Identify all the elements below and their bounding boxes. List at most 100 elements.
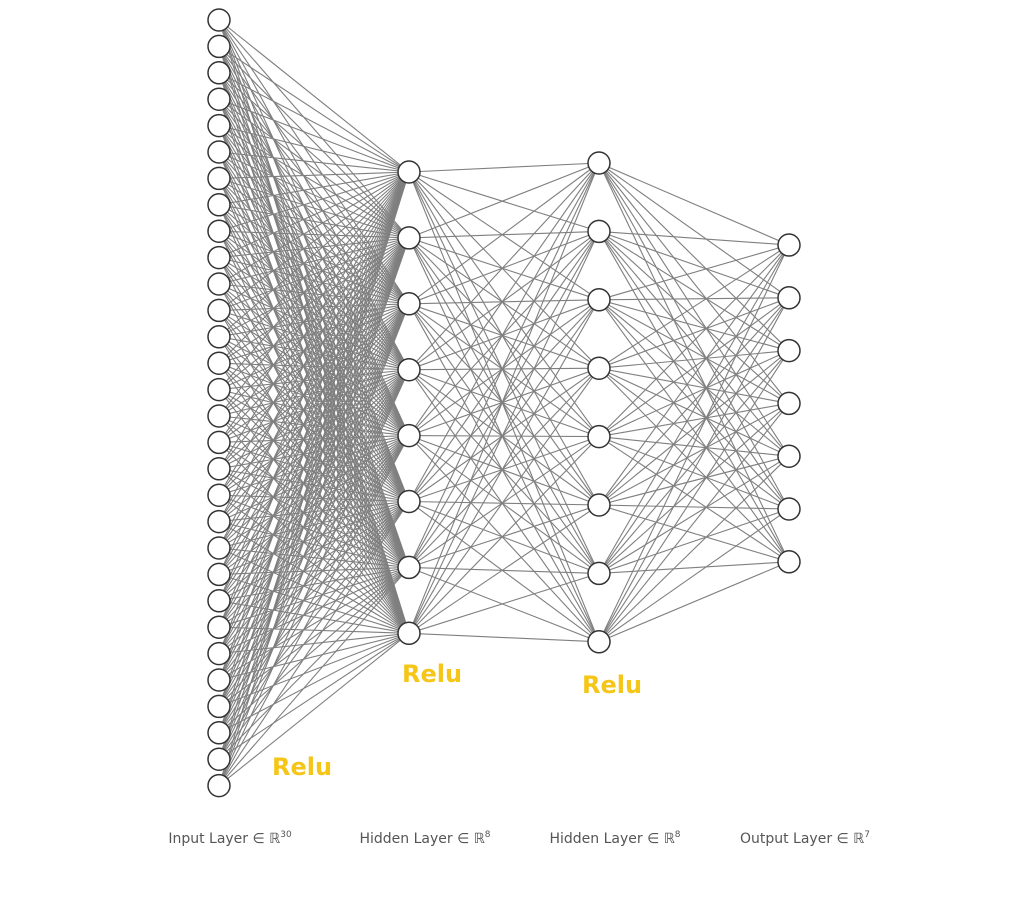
edge-hidden2-6-output-0 [598,244,790,574]
neuron-input-24 [207,641,231,666]
edge-hidden2-4-output-1 [598,297,790,438]
neuron-input-15 [207,404,231,428]
edge-hidden1-4-hidden2-2 [408,299,600,437]
edge-hidden1-0-hidden2-3 [408,171,600,369]
edge-hidden1-1-hidden2-1 [408,230,600,239]
neuron-output-4 [777,444,801,468]
layer-caption-hidden2: Hidden Layer ∈ ℝ8 [549,830,680,847]
edge-input-26-hidden1-0 [218,171,410,707]
neuron-input-14 [207,377,231,402]
edge-input-28-hidden1-7 [218,632,410,760]
edge-input-18-hidden1-0 [218,171,410,496]
neuron-input-21 [207,562,231,587]
layer-caption-input-sup: 30 [280,830,292,840]
edge-hidden1-5-hidden2-7 [408,501,600,643]
edge-hidden2-3-output-6 [598,367,790,563]
edge-hidden1-5-hidden2-3 [408,367,600,502]
edge-input-1-hidden1-0 [218,45,410,173]
edge-input-12-hidden1-1 [218,237,410,338]
edge-input-17-hidden1-0 [218,171,410,470]
edge-hidden1-2-hidden2-6 [408,303,600,574]
neuron-input-3 [207,87,231,111]
activation-label-hidden1: Relu [402,660,462,688]
edge-hidden1-5-hidden2-6 [408,500,600,574]
edge-hidden2-1-output-0 [598,230,790,246]
edge-hidden1-7-hidden2-1 [408,231,600,634]
edge-hidden1-7-hidden2-6 [408,572,600,634]
edge-input-20-hidden1-1 [218,237,410,549]
edge-input-19-hidden1-0 [218,171,410,522]
neuron-input-0 [207,8,231,32]
edge-input-7-hidden1-1 [218,204,410,239]
edge-hidden1-7-hidden2-2 [408,299,600,634]
edge-hidden1-0-hidden2-2 [408,171,600,301]
edge-input-25-hidden1-1 [218,237,410,681]
edge-hidden2-5-output-3 [598,402,790,506]
edge-hidden2-7-output-6 [598,561,790,643]
edge-hidden1-0-hidden2-5 [408,171,600,506]
edge-hidden2-3-output-5 [598,367,790,510]
neuron-hidden2-3 [587,356,611,380]
edge-input-29-hidden1-2 [218,303,410,786]
edge-hidden2-2-output-4 [598,299,790,457]
layer-caption-output-text: Output Layer ∈ ℝ [740,831,865,847]
neuron-input-6 [207,166,231,191]
edge-hidden1-3-hidden2-6 [408,369,600,574]
edge-hidden1-0-hidden2-0 [408,162,600,173]
edge-hidden1-4-hidden2-5 [408,435,600,506]
edge-input-25-hidden1-0 [218,171,410,681]
neuron-output-6 [777,550,801,574]
edge-hidden1-7-hidden2-5 [408,504,600,634]
edge-hidden2-5-output-2 [598,350,790,506]
edge-hidden2-2-output-5 [598,299,790,510]
edge-hidden1-3-hidden2-2 [408,299,600,371]
neuron-hidden2-6 [587,561,611,586]
edge-hidden2-6-output-4 [598,455,790,574]
neuron-input-20 [207,536,231,560]
edge-hidden2-4-output-6 [598,436,790,563]
edge-input-9-hidden1-1 [218,237,410,259]
neuron-hidden1-7 [397,621,421,646]
neuron-nodes [207,8,801,798]
edge-input-8-hidden1-0 [218,171,410,232]
neuron-hidden1-4 [397,423,421,448]
neuron-input-19 [207,509,231,534]
edge-hidden1-1-hidden2-2 [408,237,600,301]
edge-input-29-hidden1-1 [218,237,410,786]
edge-hidden1-2-hidden2-4 [408,303,600,438]
neuron-input-28 [207,747,231,771]
neuron-output-2 [777,338,801,363]
neuron-hidden1-0 [397,160,421,184]
edge-hidden1-2-hidden2-5 [408,303,600,506]
edge-hidden2-7-output-1 [598,297,790,643]
edge-input-28-hidden1-0 [218,171,410,760]
edge-input-21-hidden1-0 [218,171,410,575]
edge-hidden1-1-hidden2-0 [408,162,600,239]
edge-input-11-hidden1-1 [218,237,410,311]
edge-hidden1-7-hidden2-7 [408,632,600,643]
edge-input-24-hidden1-1 [218,237,410,654]
edge-hidden2-4-output-4 [598,436,790,457]
edge-hidden1-1-hidden2-5 [408,237,600,506]
neuron-input-12 [207,325,231,349]
edge-hidden1-6-hidden2-7 [408,566,600,643]
edge-hidden1-5-hidden2-4 [408,436,600,503]
edge-hidden1-2-hidden2-3 [408,303,600,369]
edge-hidden2-0-output-3 [598,162,790,404]
edge-hidden1-5-hidden2-2 [408,299,600,502]
neuron-input-26 [207,694,231,719]
edge-input-16-hidden1-1 [218,237,410,443]
edge-input-10-hidden1-1 [218,237,410,285]
edge-hidden1-2-hidden2-7 [408,303,600,643]
edge-hidden1-0-hidden2-6 [408,171,600,574]
edge-input-14-hidden1-0 [218,171,410,390]
edge-hidden1-1-hidden2-4 [408,237,600,437]
neuron-input-10 [207,272,231,296]
neuron-input-2 [207,61,231,85]
edge-hidden2-0-output-1 [598,162,790,299]
edge-input-29-hidden1-5 [218,501,410,786]
neuron-hidden1-1 [397,226,421,250]
edge-input-13-hidden1-1 [218,237,410,364]
edge-input-3-hidden1-0 [218,98,410,173]
